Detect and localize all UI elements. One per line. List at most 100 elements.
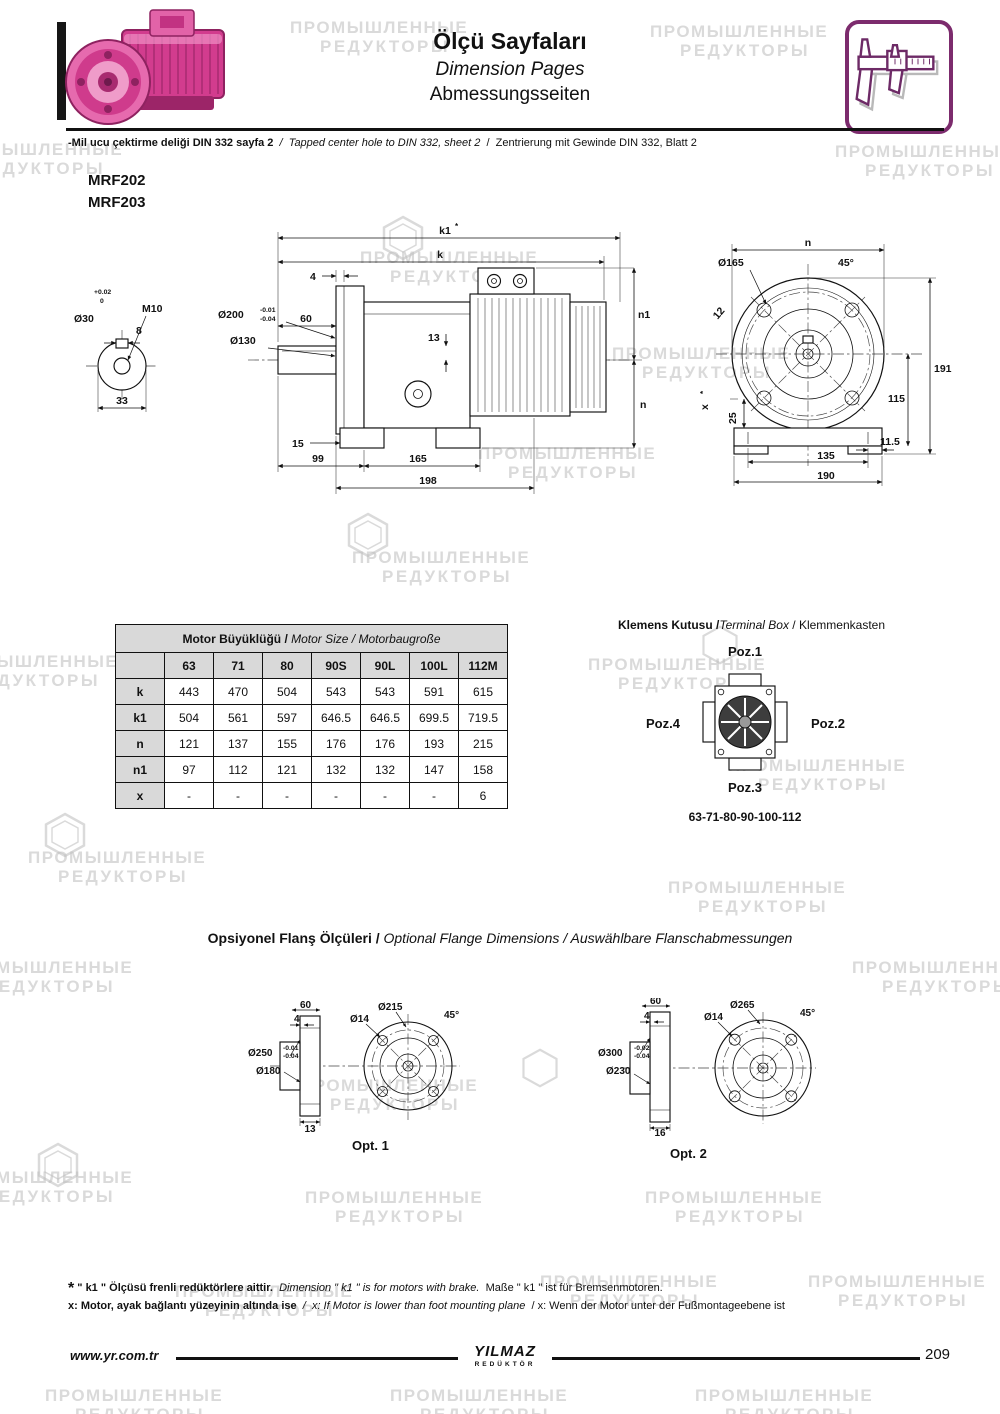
- dim-d200-tol-a: -0.01: [260, 307, 276, 314]
- din-note: -Mil ucu çektirme deliği DIN 332 sayfa 2…: [68, 137, 697, 149]
- page-title-en: Dimension Pages: [435, 59, 585, 80]
- opt1-flange-drawing: 60 4 Ø250 -0.01 -0.04 Ø180 13 Ø215 Ø14 4…: [248, 1000, 473, 1137]
- shaft-end-detail-drawing: +0.02 0 Ø30 M10 8 33: [72, 282, 190, 427]
- dim-d165: Ø165: [718, 257, 744, 269]
- dim-99: 99: [312, 453, 324, 465]
- footnote-k1: * " k1 " Ölçüsü frenli redüktörlere aitt…: [68, 1280, 663, 1297]
- opt2-dim-45deg: 45°: [800, 1008, 815, 1019]
- dim-k: k: [437, 249, 443, 261]
- dim-191: 191: [934, 363, 952, 375]
- motor-product-image: [62, 8, 242, 135]
- dim-25: 25: [727, 412, 739, 424]
- opt2-tol-a: -0.02: [634, 1045, 650, 1052]
- opt1-dim-4: 4: [294, 1014, 300, 1025]
- side-view-drawing: k1 * k 4 60 13 Ø200 -0.01 -0.04 Ø130 n1 …: [190, 222, 660, 512]
- dim-n: n: [640, 399, 646, 411]
- header-rule: [66, 128, 944, 131]
- terminal-box-drawing: Poz.1 Poz.2 Poz.3 Poz.4: [635, 640, 855, 810]
- dim-n-front: n: [805, 237, 811, 249]
- opt2-dim-4: 4: [644, 1011, 650, 1022]
- opt1-dim-13: 13: [304, 1124, 316, 1132]
- opt2-tol-b: -0.04: [634, 1053, 650, 1060]
- dim-tol-plus: +0.02: [94, 289, 111, 296]
- model-mrf203: MRF203: [88, 194, 146, 211]
- terminal-poz2-label: Poz.2: [811, 716, 845, 731]
- dim-d130: Ø130: [230, 335, 256, 347]
- opt2-dim-d300: Ø300: [598, 1048, 623, 1059]
- dim-15: 15: [292, 438, 304, 450]
- opt2-dim-60: 60: [650, 998, 662, 1007]
- dim-165: 165: [409, 453, 427, 465]
- opt2-dim-d230: Ø230: [606, 1066, 631, 1077]
- watermark-hexagon-icon: [44, 812, 86, 858]
- motor-size-table: Motor Büyüklüğü / Motor Size / Motorbaug…: [115, 624, 508, 809]
- opt2-dim-d265: Ø265: [730, 1000, 755, 1011]
- table-title-row: Motor Büyüklüğü / Motor Size / Motorbaug…: [115, 624, 508, 653]
- page-number: 209: [925, 1346, 951, 1363]
- watermark-hexagon-icon: [37, 1142, 79, 1188]
- watermark-hexagon-icon: [522, 1048, 558, 1088]
- opt1-tol-a: -0.01: [283, 1045, 299, 1052]
- dim-33: 33: [116, 395, 128, 407]
- table-row-n: n 121 137 155 176 176 193 215: [115, 730, 508, 757]
- dim-k1-star: *: [455, 222, 459, 231]
- watermark-hexagon-icon: [347, 512, 389, 558]
- dim-x: x: [699, 404, 711, 410]
- dim-m10: M10: [142, 303, 163, 315]
- dim-k1: k1: [439, 225, 451, 237]
- table-row-k1: k1 504 561 597 646.5 646.5 699.5 719.5: [115, 704, 508, 731]
- terminal-poz4-label: Poz.4: [646, 716, 681, 731]
- yilmaz-logo: YILMAZ REDÜKTÖR: [458, 1341, 552, 1370]
- caliper-icon: [855, 38, 939, 112]
- opt1-dim-d14: Ø14: [350, 1014, 369, 1025]
- opt1-dim-45deg: 45°: [444, 1010, 459, 1021]
- dim-13: 13: [428, 332, 440, 344]
- terminal-box-caption: 63-71-80-90-100-112: [688, 810, 802, 824]
- dim-12: 12: [711, 305, 728, 322]
- dim-d200: Ø200: [218, 309, 244, 321]
- opt1-dim-d180: Ø180: [256, 1066, 281, 1077]
- dim-60: 60: [300, 313, 312, 325]
- table-row-x: x - - - - - - 6: [115, 782, 508, 809]
- dim-4: 4: [310, 271, 316, 283]
- model-mrf202: MRF202: [88, 172, 146, 189]
- dim-45deg: 45°: [838, 257, 854, 269]
- dim-135: 135: [817, 450, 835, 462]
- opt1-dim-60: 60: [300, 1000, 312, 1011]
- terminal-box-title: Klemens Kutusu /Terminal Box / Klemmenka…: [618, 618, 885, 632]
- dim-198: 198: [419, 475, 437, 487]
- opt1-dim-d215: Ø215: [378, 1002, 403, 1013]
- caliper-logo-box: [845, 20, 953, 134]
- opt1-label: Opt. 1: [352, 1138, 389, 1153]
- model-names: MRF202 MRF203: [88, 170, 146, 214]
- page-title-block: Ölçü Sayfaları Dimension Pages Abmessung…: [300, 28, 720, 106]
- page-title: Ölçü Sayfaları: [433, 28, 587, 54]
- dim-11-5: 11.5: [880, 436, 900, 448]
- opt2-flange-drawing: 60 4 Ø300 -0.02 -0.04 Ø230 16 Ø265 Ø14 4…: [598, 996, 828, 1141]
- opt2-label: Opt. 2: [670, 1146, 707, 1161]
- website-link[interactable]: www.yr.com.tr: [70, 1348, 159, 1363]
- opt2-dim-16: 16: [654, 1128, 666, 1136]
- front-view-drawing: n Ø165 45° 12 191 115 25 x * 135 11.5 19…: [690, 232, 970, 509]
- dim-x-star: *: [699, 390, 708, 394]
- flange-section-title: Opsiyonel Flanş Ölçüleri / Optional Flan…: [207, 930, 793, 946]
- dim-115: 115: [888, 393, 905, 405]
- table-row-k: k 443 470 504 543 543 591 615: [115, 678, 508, 705]
- dim-n1: n1: [638, 309, 650, 321]
- binding-mark: [57, 22, 66, 120]
- dim-190: 190: [817, 470, 835, 482]
- opt1-dim-d250: Ø250: [248, 1048, 273, 1059]
